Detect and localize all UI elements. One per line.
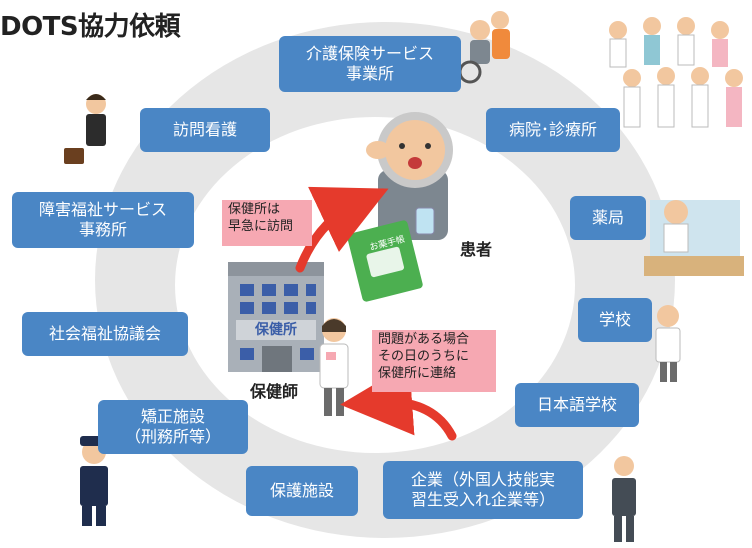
patient-illustration <box>366 112 453 240</box>
service-nihongo: 日本語学校 <box>515 383 639 427</box>
service-shogai: 障害福祉サービス 事務所 <box>12 192 194 248</box>
service-byoin: 病院･診療所 <box>486 108 620 152</box>
nurse-illustration <box>319 318 349 416</box>
doctor-illustration <box>655 305 681 382</box>
service-kigyo: 企業（外国人技能実 習生受入れ企業等） <box>383 461 583 519</box>
service-houmon: 訪問看護 <box>140 108 270 152</box>
service-gakko: 学校 <box>578 298 652 342</box>
nurse-label: 保健師 <box>250 382 299 401</box>
contact-arrow <box>340 363 457 441</box>
pharmacist-illustration <box>644 200 744 276</box>
note-visit: 保健所は 早急に訪問 <box>222 200 312 246</box>
medical-staff-illustration <box>609 17 743 128</box>
diagram-title: DOTS協力依頼 <box>0 12 181 42</box>
service-shakai: 社会福祉協議会 <box>22 312 188 356</box>
patient-label: 患者 <box>460 240 493 259</box>
health-center-building <box>228 262 324 372</box>
service-yakkyoku: 薬局 <box>570 196 646 240</box>
service-hogo: 保護施設 <box>246 466 358 516</box>
elderly-caregiver-illustration <box>458 11 510 84</box>
businesswoman-illustration <box>64 94 106 164</box>
visit-arrow <box>295 186 389 273</box>
businessman-illustration <box>612 456 636 542</box>
note-contact: 問題がある場合 その日のうちに 保健所に連絡 <box>372 330 496 392</box>
service-kyosei: 矯正施設 （刑務所等） <box>98 400 248 454</box>
service-kaigo: 介護保険サービス 事業所 <box>279 36 461 92</box>
building-sign: 保健所 <box>255 322 297 338</box>
